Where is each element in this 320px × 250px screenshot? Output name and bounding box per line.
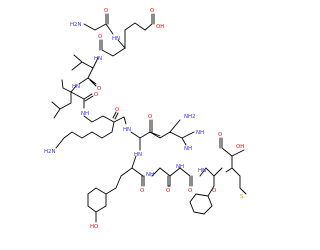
lys-nh2-label: H2N bbox=[44, 149, 56, 155]
bond-val bbox=[71, 54, 99, 87]
tyr-oh-label: HO bbox=[90, 224, 98, 230]
bond-gly2 bbox=[83, 115, 115, 123]
bond-gly1 bbox=[83, 13, 114, 35]
val-nh-label: HN bbox=[94, 56, 102, 62]
bond-leu bbox=[51, 79, 94, 119]
gly2-nh-label: NH bbox=[81, 111, 89, 117]
gly3-nh-label: NH bbox=[146, 172, 154, 178]
structure-svg: H2N O HN OH O O HN O HN O NH O H2N HN NH… bbox=[44, 8, 247, 230]
met-o-label: O bbox=[218, 132, 222, 138]
phe-o-label: O bbox=[212, 188, 216, 194]
glu-nh-label: HN bbox=[112, 36, 120, 42]
tyr-nh-label: HN bbox=[134, 152, 142, 158]
bond-glu bbox=[99, 13, 155, 57]
gly1-nh2-label: H2N bbox=[70, 22, 82, 28]
phe-nh-label: HN bbox=[198, 168, 206, 174]
atom-labels: H2N O HN OH O O HN O HN O NH O H2N HN NH… bbox=[44, 8, 244, 230]
leu-o-label: O bbox=[94, 92, 98, 98]
bond-lys bbox=[55, 111, 127, 149]
lys-o-label: O bbox=[115, 107, 119, 113]
molecule-structure: H2N O HN OH O O HN O HN O NH O H2N HN NH… bbox=[44, 8, 247, 230]
arg-nh-label: NH bbox=[184, 146, 192, 152]
glu-oh-label: OH bbox=[156, 24, 164, 30]
bond-skeleton bbox=[51, 13, 247, 223]
met-s-label: S bbox=[240, 194, 244, 200]
arg-nh-imine-label: NH bbox=[196, 130, 204, 136]
bond-tyr bbox=[87, 155, 145, 223]
gly4-nh-label: NH bbox=[176, 164, 184, 170]
bond-phe bbox=[189, 167, 223, 215]
lys-nh-label: HN bbox=[123, 127, 131, 133]
bond-met bbox=[219, 137, 247, 195]
met-oh-label: OH bbox=[236, 144, 244, 150]
arg-nh2-label: NH2 bbox=[184, 114, 196, 120]
gly4-o-label: O bbox=[188, 188, 192, 194]
leu-nh-label: HN bbox=[72, 84, 80, 90]
gly3-o-label: O bbox=[166, 188, 170, 194]
gly1-o-label: O bbox=[104, 8, 108, 14]
bond-arg bbox=[130, 119, 195, 151]
glu-side-o-label: O bbox=[150, 8, 154, 14]
arg-o-label: O bbox=[148, 114, 152, 120]
glu-o-label: O bbox=[98, 34, 102, 40]
tyr-o-label: O bbox=[140, 188, 144, 194]
val-o-label: O bbox=[97, 86, 101, 92]
bond-gly34 bbox=[151, 167, 193, 187]
